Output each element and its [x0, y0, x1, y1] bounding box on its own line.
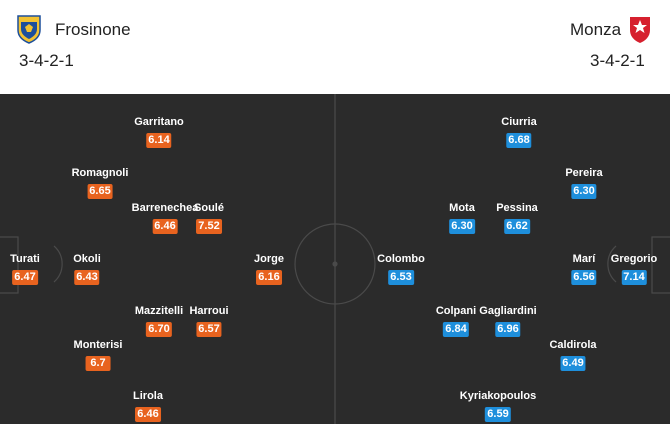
away-formation: 3-4-2-1 [590, 51, 645, 70]
player-jorge[interactable]: Jorge 6.16 [254, 253, 284, 285]
player-rating: 6.59 [485, 407, 511, 422]
player-rating: 6.84 [443, 322, 469, 337]
player-gagliardini[interactable]: Gagliardini 6.96 [479, 305, 537, 337]
player-rating: 6.46 [135, 407, 161, 422]
player-rating: 6.49 [560, 356, 586, 371]
pitch: Turati 6.47 Okoli 6.43 Romagnoli 6.65 Mo… [0, 94, 670, 424]
player-rating: 6.46 [152, 219, 178, 234]
player-name: Garritano [134, 116, 184, 128]
player-pessina[interactable]: Pessina 6.62 [496, 202, 538, 234]
player-name: Pessina [496, 202, 538, 214]
home-team-name: Frosinone [55, 20, 131, 39]
player-rating: 6.14 [146, 133, 172, 148]
player-monterisi[interactable]: Monterisi 6.7 [73, 339, 123, 371]
player-rating: 6.43 [74, 270, 100, 285]
player-rating: 6.96 [495, 322, 521, 337]
player-rating: 6.47 [12, 270, 38, 285]
player-rating: 6.70 [146, 322, 172, 337]
player-name: Colpani [435, 305, 477, 317]
player-rating: 7.52 [196, 219, 222, 234]
player-rating: 6.62 [504, 219, 530, 234]
player-caldirola[interactable]: Caldirola 6.49 [549, 339, 597, 371]
player-barrenechea[interactable]: Barrenechea 6.46 [131, 202, 199, 234]
player-turati[interactable]: Turati 6.47 [10, 253, 40, 285]
player-name: Pereira [565, 167, 603, 179]
player-rating: 6.68 [506, 133, 532, 148]
player-name: Romagnoli [71, 167, 129, 179]
player-name: Barrenechea [131, 202, 199, 214]
player-name: Ciurria [501, 116, 537, 128]
player-kyriakopoulos[interactable]: Kyriakopoulos 6.59 [460, 390, 536, 422]
away-team-name: Monza [570, 20, 622, 39]
player-rating: 6.56 [571, 270, 597, 285]
player-name: Kyriakopoulos [459, 390, 537, 402]
player-name: Caldirola [549, 339, 597, 351]
player-name: Marí [572, 253, 596, 265]
player-name: Jorge [254, 253, 284, 265]
player-name: Lirola [133, 390, 163, 402]
player-name: Monterisi [73, 339, 123, 351]
player-mari[interactable]: Marí 6.56 [571, 253, 597, 285]
player-garritano[interactable]: Garritano 6.14 [134, 116, 184, 148]
player-lirola[interactable]: Lirola 6.46 [133, 390, 163, 422]
player-rating: 6.57 [196, 322, 222, 337]
player-rating: 6.30 [571, 184, 597, 199]
player-pereira[interactable]: Pereira 6.30 [565, 167, 603, 199]
monza-crest-icon [630, 17, 650, 43]
player-name: Gagliardini [479, 305, 537, 317]
player-name: Okoli [73, 253, 101, 265]
home-formation: 3-4-2-1 [19, 51, 74, 70]
player-rating: 7.14 [621, 270, 647, 285]
player-rating: 6.16 [256, 270, 282, 285]
player-okoli[interactable]: Okoli 6.43 [73, 253, 101, 285]
player-mazzitelli[interactable]: Mazzitelli 6.70 [135, 305, 183, 337]
player-soule[interactable]: Soulé 7.52 [194, 202, 224, 234]
player-romagnoli[interactable]: Romagnoli 6.65 [71, 167, 129, 199]
player-rating: 6.65 [87, 184, 113, 199]
player-name: Mota [449, 202, 475, 214]
player-rating: 6.7 [85, 356, 111, 371]
player-name: Mazzitelli [134, 305, 184, 317]
frosinone-crest-icon [17, 15, 41, 44]
player-rating: 6.30 [449, 219, 475, 234]
player-harroui[interactable]: Harroui 6.57 [189, 305, 229, 337]
player-ciurria[interactable]: Ciurria 6.68 [501, 116, 537, 148]
player-name: Turati [10, 253, 40, 265]
player-rating: 6.53 [388, 270, 414, 285]
player-name: Gregorio [610, 253, 658, 265]
player-name: Harroui [189, 305, 229, 317]
pitch-lines [0, 94, 670, 424]
player-colombo[interactable]: Colombo 6.53 [377, 253, 425, 285]
player-gregorio[interactable]: Gregorio 7.14 [611, 253, 657, 285]
match-header: Frosinone 3-4-2-1 Monza 3-4-2-1 [0, 0, 670, 94]
player-name: Soulé [194, 202, 224, 214]
player-mota[interactable]: Mota 6.30 [449, 202, 475, 234]
player-name: Colombo [377, 253, 425, 265]
player-colpani[interactable]: Colpani 6.84 [436, 305, 476, 337]
